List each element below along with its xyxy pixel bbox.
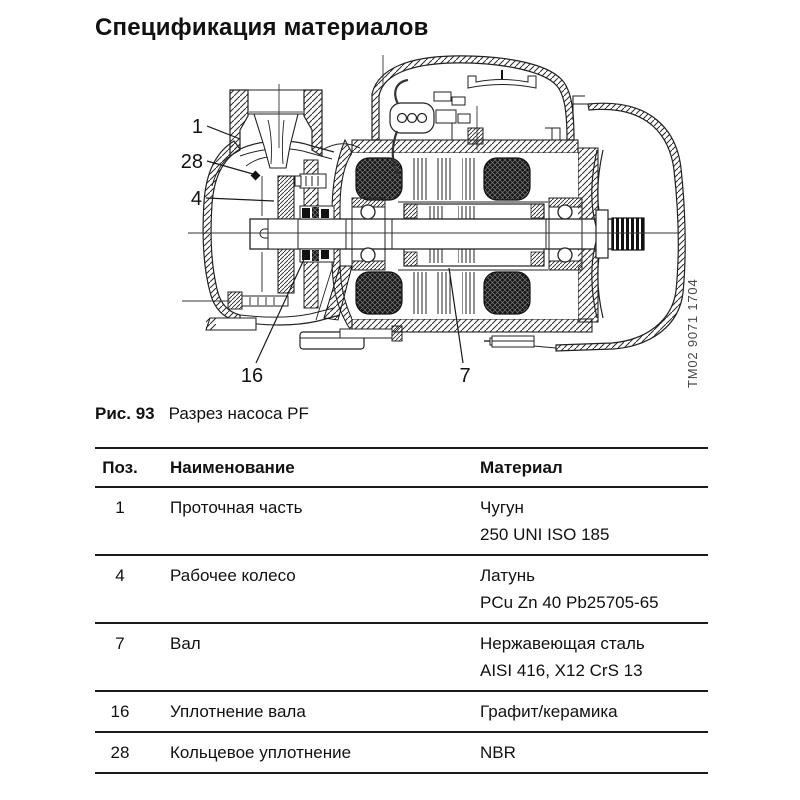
table-row: 16 Уплотнение вала Графит/керамика [95,691,708,732]
cable [391,130,400,177]
cell-material: Чугун 250 UNI ISO 185 [455,487,708,555]
bearing-right [548,197,583,271]
material-line: PCu Zn 40 Pb25705-65 [480,593,659,612]
figure-caption: Рис. 93 Разрез насоса PF [95,404,309,424]
col-header-name: Наименование [170,458,295,477]
callout-label: 7 [459,365,470,387]
stator-winding [483,271,531,315]
stator-winding [483,157,531,201]
fan [591,149,609,319]
material-line: 250 UNI ISO 185 [480,525,610,544]
cell-name: Рабочее колесо [170,566,296,585]
stator-winding [355,271,403,315]
terminal-box [371,55,575,177]
callout-7: 7 [448,267,471,387]
material-line: Чугун [480,498,524,517]
callout-label: 28 [181,151,203,173]
material-line: NBR [480,743,516,762]
cable [394,78,409,105]
callout-28: 28 [181,151,254,175]
cell-pos: 4 [115,566,125,585]
material-line: Графит/керамика [480,702,618,721]
pump-cross-section-figure: 1 28 4 16 7 TM02 9071 1704 [175,50,705,400]
cell-name: Проточная часть [170,498,303,517]
table-row: 7 Вал Нержавеющая сталь AISI 416, X12 Cr… [95,623,708,691]
callout-label: 1 [192,116,203,138]
pump-cross-section-drawing: 1 28 4 16 7 TM02 9071 1704 [181,55,700,389]
shaft [249,217,645,251]
callout-16: 16 [241,254,307,387]
centerlines [182,55,680,302]
shaft-spline-end [611,217,645,251]
cell-name: Кольцевое уплотнение [170,743,352,762]
material-line: Латунь [480,566,535,585]
cell-pos: 28 [110,743,130,762]
cell-name: Уплотнение вала [170,702,306,721]
callout-4: 4 [191,188,275,210]
page-title: Спецификация материалов [95,14,429,41]
callout-label: 16 [241,365,263,387]
bearing-left [351,197,386,271]
callouts: 1 28 4 16 7 [181,116,471,387]
cell-material: Графит/керамика [455,691,708,732]
col-header-material: Материал [480,458,563,477]
vent-plug [294,173,327,189]
table-row: 4 Рабочее колесо Латунь PCu Zn 40 Pb2570… [95,555,708,623]
cell-material: Латунь PCu Zn 40 Pb25705-65 [455,555,708,623]
figure-caption-text: Разрез насоса PF [168,404,309,423]
impeller [261,175,299,294]
table-row: 1 Проточная часть Чугун 250 UNI ISO 185 [95,487,708,555]
cell-material: NBR [455,732,708,773]
cell-name: Вал [170,634,201,653]
mounting-feet [205,261,535,350]
cell-pos: 1 [115,498,125,517]
table-header-row: Поз. Наименование Материал [95,448,708,487]
inlet-port [211,89,361,187]
materials-table: Поз. Наименование Материал 1 Проточная ч… [95,447,708,774]
o-ring [250,170,261,181]
table-row: 28 Кольцевое уплотнение NBR [95,732,708,773]
cell-material: Нержавеющая сталь AISI 416, X12 CrS 13 [455,623,708,691]
figure-caption-label: Рис. 93 [95,404,155,423]
material-line: Нержавеющая сталь [480,634,645,653]
col-header-pos: Поз. [102,458,138,477]
callout-label: 4 [191,188,202,210]
drawing-code: TM02 9071 1704 [685,279,700,389]
material-line: AISI 416, X12 CrS 13 [480,661,643,680]
callout-1: 1 [192,116,241,140]
cell-pos: 7 [115,634,125,653]
cell-pos: 16 [110,702,130,721]
